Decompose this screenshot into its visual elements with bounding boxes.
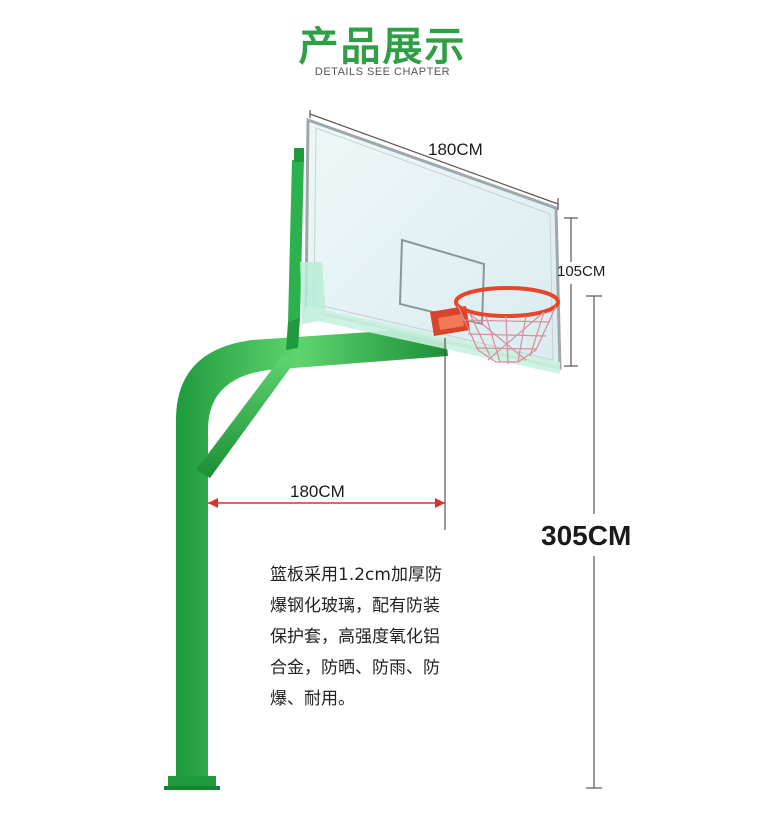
dimension-line-rim-height — [586, 295, 602, 789]
basketball-rim — [430, 286, 560, 365]
backboard-frame — [286, 148, 304, 350]
backboard — [300, 117, 562, 374]
support-pole — [164, 327, 448, 790]
backboard-width-label: 180CM — [428, 140, 483, 159]
backboard-height-label: 105CM — [557, 263, 606, 280]
description-line: 保护套，高强度氧化铝 — [270, 627, 440, 647]
rim-height-label: 305CM — [541, 520, 632, 551]
page-subtitle: DETAILS SEE CHAPTER — [314, 66, 451, 78]
description-line: 爆钢化玻璃，配有防装 — [270, 596, 440, 616]
description-line: 爆、耐用。 — [270, 689, 355, 709]
product-description: 篮板采用1.2cm加厚防 爆钢化玻璃，配有防装 保护套，高强度氧化铝 合金，防晒… — [270, 560, 520, 715]
description-line: 合金，防晒、防雨、防 — [270, 658, 440, 678]
basketball-net — [457, 305, 557, 365]
arm-reach-label: 180CM — [290, 482, 345, 501]
description-line: 篮板采用1.2cm加厚防 — [270, 565, 442, 585]
page-title: 产品展示 — [298, 24, 467, 70]
dimension-line-backboard-width — [309, 110, 559, 210]
dimension-line-backboard-height — [564, 217, 578, 367]
dimension-line-arm-reach — [208, 338, 446, 530]
